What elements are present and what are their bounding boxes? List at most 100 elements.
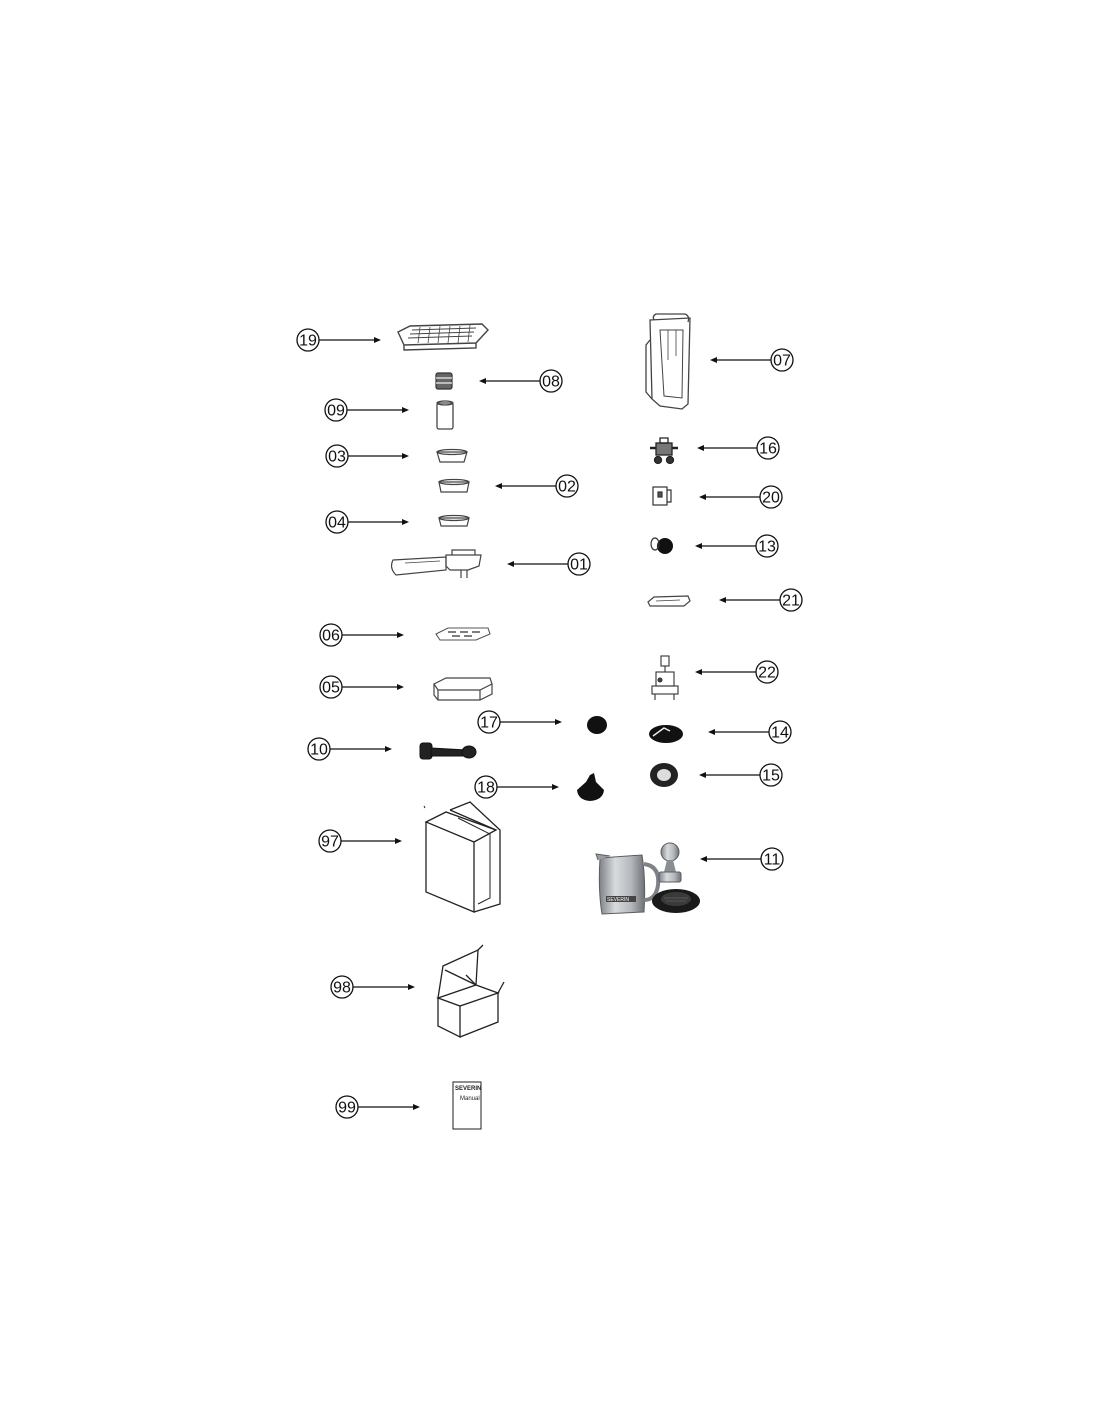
callout-number: 08 <box>542 374 560 391</box>
callout-arrow-head <box>699 772 706 778</box>
callout-number: 11 <box>764 852 781 869</box>
part-15-gasket-ring <box>650 763 678 787</box>
callout-arrow-head <box>699 494 706 500</box>
callout-bubble <box>474 775 498 799</box>
callout-20: 20 <box>699 485 783 509</box>
callout-bubble <box>307 737 331 761</box>
callout-bubble <box>330 975 354 999</box>
part-10-tamper-spoon <box>419 742 477 760</box>
callout-17: 17 <box>477 710 562 734</box>
callout-number: 07 <box>773 353 791 370</box>
callout-bubble <box>325 444 349 468</box>
callout-arrow-head <box>408 984 415 990</box>
part-05-drip-tray <box>433 677 493 701</box>
callout-number: 03 <box>328 449 346 466</box>
callout-arrow-head <box>708 729 715 735</box>
callout-bubble <box>759 763 783 787</box>
callout-number: 16 <box>759 441 777 458</box>
callout-number: 10 <box>310 742 328 759</box>
callout-number: 15 <box>762 768 780 785</box>
callout-bubble <box>770 348 794 372</box>
manual-brand: SEVERIN <box>455 1086 481 1092</box>
callout-19: 19 <box>296 328 381 352</box>
callout-number: 18 <box>477 780 495 797</box>
callout-06: 06 <box>319 623 404 647</box>
callout-18: 18 <box>474 775 559 799</box>
manual-title: Manual <box>460 1096 480 1102</box>
callout-21: 21 <box>719 588 803 612</box>
callout-14: 14 <box>708 720 792 744</box>
callout-arrow-head <box>552 784 559 790</box>
callout-number: 02 <box>558 479 576 496</box>
callout-07: 07 <box>710 348 794 372</box>
callout-10: 10 <box>307 737 392 761</box>
part-09-spout-tube <box>436 400 454 430</box>
callout-number: 22 <box>758 665 776 682</box>
part-04-filter-basket-blind <box>438 514 470 527</box>
callout-bubble <box>296 328 320 352</box>
callout-number: 17 <box>480 715 498 732</box>
callout-arrow-head <box>413 1104 420 1110</box>
part-03-filter-basket-single <box>436 448 468 463</box>
part-19-drip-tray-grid <box>397 323 489 351</box>
callout-layer: 19 08 09 03 02 04 01 06 05 10 17 18 97 98 99 07 16 20 13 21… <box>296 328 803 1119</box>
callout-number: 20 <box>762 490 780 507</box>
part-14-gasket-dark <box>649 725 683 743</box>
callout-arrow-head <box>710 357 717 363</box>
callout-98: 98 <box>330 975 415 999</box>
callout-bubble <box>567 552 591 576</box>
callout-number: 21 <box>782 593 800 610</box>
callout-arrow-head <box>479 378 486 384</box>
callout-bubble <box>324 398 348 422</box>
callout-number: 19 <box>299 333 317 350</box>
callout-arrow-head <box>695 669 702 675</box>
callout-number: 01 <box>570 557 588 574</box>
part-16-valve <box>650 437 678 465</box>
callout-15: 15 <box>699 763 783 787</box>
callout-01: 01 <box>507 552 591 576</box>
callout-bubble <box>760 847 784 871</box>
part-11-milk-jug-tamper-set: SEVERIN <box>595 842 700 915</box>
callout-bubble <box>539 369 563 393</box>
callout-bubble <box>318 829 342 853</box>
callout-arrow-head <box>555 719 562 725</box>
callout-arrow-head <box>397 684 404 690</box>
callout-arrow-head <box>385 746 392 752</box>
part-01-portafilter <box>390 549 482 578</box>
callout-number: 13 <box>758 539 776 556</box>
callout-number: 06 <box>322 628 340 645</box>
callout-number: 05 <box>322 680 340 697</box>
callout-11: 11 <box>700 847 784 871</box>
callout-arrow-head <box>719 597 726 603</box>
callout-13: 13 <box>695 534 779 558</box>
part-07-water-tank <box>645 313 691 410</box>
callout-number: 04 <box>328 515 346 532</box>
callout-arrow-head <box>402 407 409 413</box>
callout-05: 05 <box>319 675 404 699</box>
part-20-switch-module <box>652 486 672 506</box>
part-99-manual: SEVERIN Manual <box>452 1081 482 1130</box>
callout-bubble <box>477 710 501 734</box>
callout-arrow-head <box>697 445 704 451</box>
callout-bubble <box>779 588 803 612</box>
callout-bubble <box>756 436 780 460</box>
callout-bubble <box>335 1095 359 1119</box>
callout-arrow-head <box>695 543 702 549</box>
part-22-pump-assembly <box>651 655 679 700</box>
part-98-carton-box <box>436 944 505 1039</box>
jug-brand: SEVERIN <box>607 897 629 903</box>
callout-22: 22 <box>695 660 779 684</box>
callout-bubble <box>768 720 792 744</box>
callout-number: 98 <box>333 980 351 997</box>
callout-97: 97 <box>318 829 402 853</box>
part-06-cup-tray-grille <box>435 627 491 641</box>
part-08-shower-screen <box>435 372 453 390</box>
callout-arrow-head <box>507 561 514 567</box>
callout-99: 99 <box>335 1095 420 1119</box>
callout-arrow-head <box>397 632 404 638</box>
callout-bubble <box>555 474 579 498</box>
callout-number: 09 <box>327 403 345 420</box>
part-13-rotary-knob <box>650 537 673 554</box>
callout-09: 09 <box>324 398 409 422</box>
